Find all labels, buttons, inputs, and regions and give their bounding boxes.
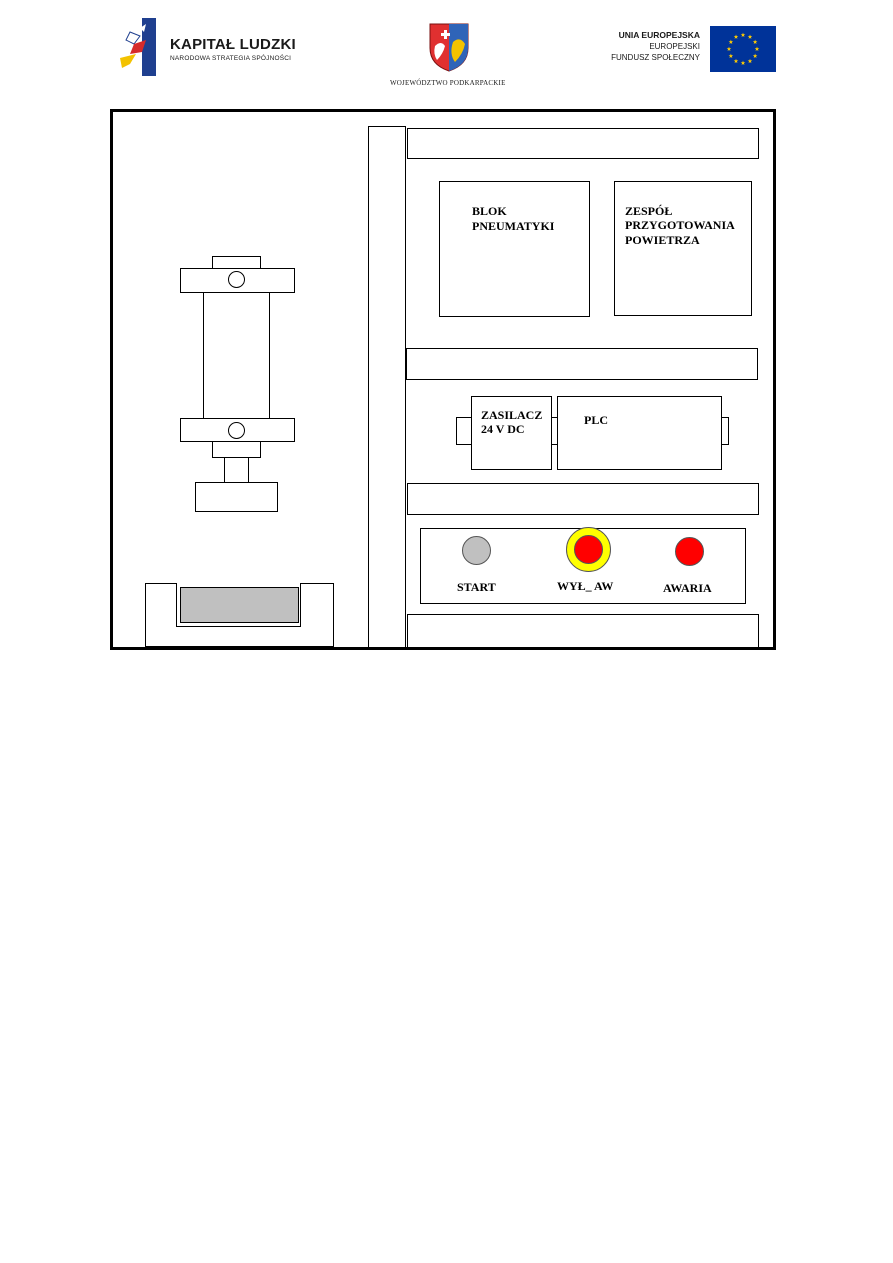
power-supply	[471, 396, 552, 470]
plc-terminal-right	[721, 417, 729, 445]
plc-terminal-left	[551, 417, 558, 445]
kapital-ludzki-title: KAPITAŁ LUDZKI	[170, 36, 296, 53]
cable-duct-top	[407, 128, 759, 159]
start-button[interactable]	[462, 536, 491, 565]
air-preparation-label-2: PRZYGOTOWANIA	[625, 218, 735, 232]
eu-star-icon	[733, 34, 739, 39]
kapital-ludzki-logo: KAPITAŁ LUDZKI NARODOWA STRATEGIA SPÓJNO…	[120, 18, 310, 78]
eu-star-icon	[740, 32, 746, 37]
eu-star-icon	[733, 58, 739, 64]
start-label: START	[457, 580, 496, 594]
eu-line1: UNIA EUROPEJSKA	[618, 30, 700, 40]
power-supply-label-1: ZASILACZ	[481, 408, 542, 422]
cylinder-barrel	[203, 292, 270, 419]
wojewodztwo-label: WOJEWÓDZTWO PODKARPACKIE	[390, 79, 506, 87]
fixture-body	[145, 583, 334, 647]
air-preparation-unit	[614, 181, 752, 316]
eu-logo: UNIA EUROPEJSKA EUROPEJSKI FUNDUSZ SPOŁE…	[600, 26, 776, 72]
workpiece-fixture	[145, 583, 334, 647]
air-preparation-label-3: POWIETRZA	[625, 233, 700, 247]
eu-star-icon	[747, 34, 753, 39]
eu-star-icon	[740, 60, 746, 65]
cylinder-rod-bushing	[212, 441, 261, 458]
cable-duct-middle	[406, 348, 758, 380]
eu-star-icon	[728, 53, 734, 58]
eu-line3: FUNDUSZ SPOŁECZNY	[611, 53, 700, 62]
cylinder-top-cap	[212, 256, 261, 269]
plc-label: PLC	[584, 413, 608, 427]
cylinder-piston-rod	[224, 457, 249, 483]
cylinder-tool-head	[195, 482, 278, 512]
cylinder-bottom-port	[228, 422, 245, 439]
eu-star-icon	[752, 39, 758, 44]
kapital-ludzki-subtitle: NARODOWA STRATEGIA SPÓJNOŚCI	[170, 55, 292, 62]
eu-star-icon	[728, 39, 734, 44]
eu-text-block: UNIA EUROPEJSKA EUROPEJSKI FUNDUSZ SPOŁE…	[611, 30, 700, 63]
air-preparation-label-1: ZESPÓŁ	[625, 204, 672, 218]
pneumatic-block-label-1: BLOK	[472, 204, 507, 218]
eu-star-icon	[754, 46, 760, 51]
eu-star-icon	[747, 58, 753, 64]
podkarpackie-logo: WOJEWÓDZTWO PODKARPACKIE	[385, 22, 515, 88]
pneumatic-block	[439, 181, 590, 317]
emergency-stop-button[interactable]	[574, 535, 603, 564]
eu-star-icon	[726, 46, 732, 51]
cable-duct-bottom	[407, 614, 759, 648]
cylinder-top-port	[228, 271, 245, 288]
emergency-stop-label: WYŁ_ AW	[557, 579, 613, 593]
eu-line2: EUROPEJSKI	[649, 42, 700, 51]
alarm-label: AWARIA	[663, 581, 712, 595]
workpiece	[180, 587, 299, 623]
kapital-ludzki-emblem-icon	[120, 18, 156, 76]
eu-flag-icon	[710, 26, 776, 72]
alarm-lamp	[675, 537, 704, 566]
eu-star-icon	[752, 53, 758, 58]
coat-of-arms-icon	[429, 23, 469, 72]
plc-unit	[557, 396, 722, 470]
power-supply-label-2: 24 V DC	[481, 422, 525, 436]
cable-duct-lower	[407, 483, 759, 515]
pneumatic-block-label-2: PNEUMATYKI	[472, 219, 555, 233]
vertical-cable-duct	[368, 126, 406, 648]
pneumatic-cylinder	[180, 256, 295, 512]
power-supply-terminal	[456, 417, 472, 445]
